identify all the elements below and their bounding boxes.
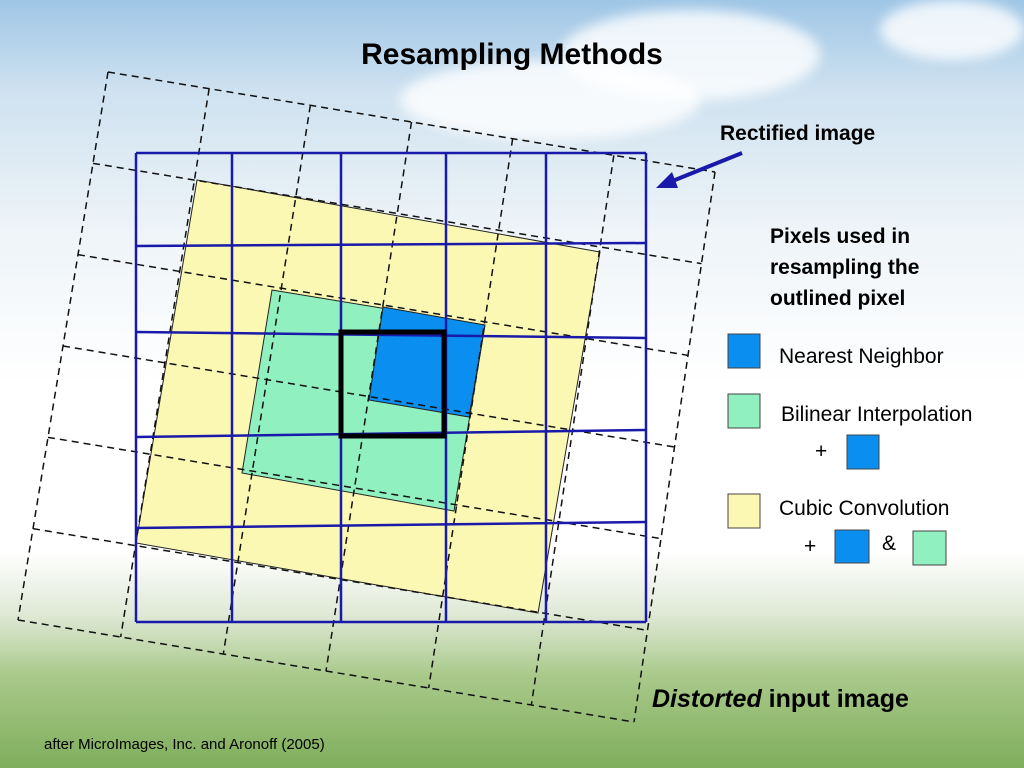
nearest-swatch — [727, 333, 761, 369]
outlined-pixel — [338, 329, 447, 439]
distorted-grid-line — [325, 121, 413, 672]
bilinear-nearest-swatch — [846, 434, 880, 470]
pixels-used-line1: Pixels used in — [770, 225, 910, 248]
distorted-grid-line — [92, 162, 702, 265]
rectified-grid — [134, 151, 648, 624]
bilinear-label: Bilinear Interpolation — [781, 403, 972, 426]
pixels-used-line3: outlined pixel — [770, 287, 905, 310]
arrow-icon — [656, 151, 743, 188]
rectified-grid-line — [135, 330, 647, 340]
cubic-label: Cubic Convolution — [779, 497, 949, 520]
rectified-grid-line — [135, 241, 647, 248]
rectified-grid-line — [135, 520, 647, 530]
cubic-bilinear-swatch — [912, 530, 947, 566]
cloud — [880, 0, 1024, 60]
distorted-grid-line — [17, 619, 635, 723]
cloud — [400, 60, 700, 140]
bilinear-plus: + — [815, 440, 827, 463]
distorted-grid-line — [427, 138, 514, 689]
nearest-region — [368, 306, 486, 418]
nearest-label: Nearest Neighbor — [779, 345, 944, 368]
credit: after MicroImages, Inc. and Aronoff (200… — [44, 736, 325, 753]
page-title: Resampling Methods — [361, 38, 663, 71]
cubic-swatch — [727, 493, 761, 529]
rectified-image-label: Rectified image — [720, 122, 875, 145]
cubic-amp: & — [882, 532, 896, 555]
distorted-grid-line — [633, 171, 716, 723]
pixels-used-line2: resampling the — [770, 256, 919, 279]
distorted-input-label: Distorted input image — [652, 685, 909, 713]
cubic-nearest-swatch — [834, 529, 870, 564]
bilinear-swatch — [727, 393, 761, 429]
cubic-plus: + — [804, 535, 816, 558]
